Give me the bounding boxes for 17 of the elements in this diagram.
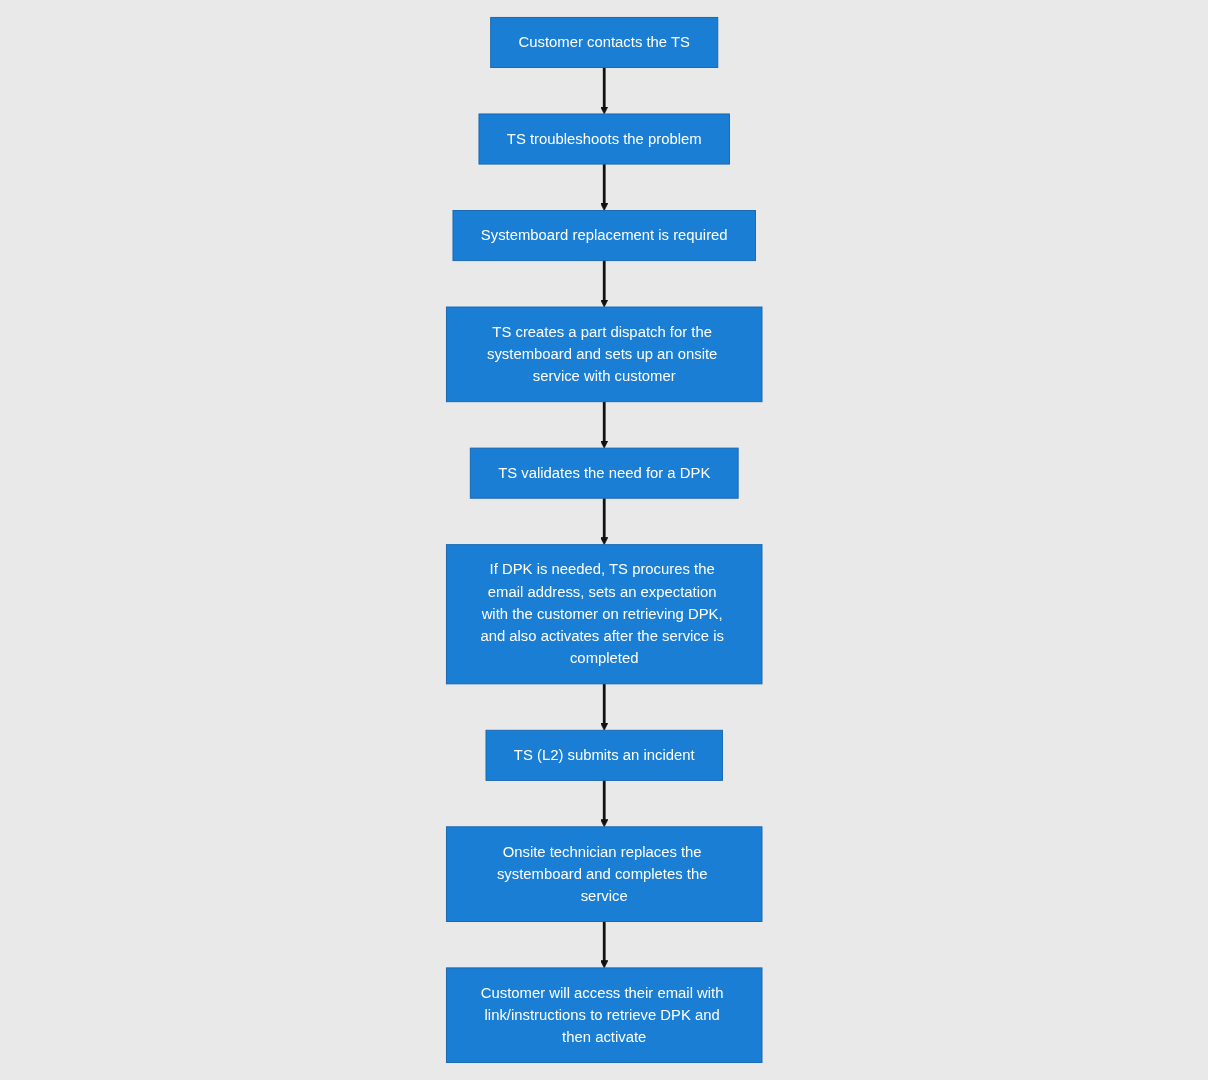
node-box: Systemboard replacement is required xyxy=(452,210,756,262)
arrow xyxy=(599,401,609,449)
node-box: Customer contacts the TS xyxy=(490,16,718,68)
node-box: TS (L2) submits an incident xyxy=(485,729,723,781)
arrow xyxy=(599,683,609,731)
node-box: TS creates a part dispatch for the systemboard and sets up an onsite service with customer xyxy=(445,306,763,403)
arrow xyxy=(599,67,609,115)
node-box: Customer will access their email with link/instructions to retrieve DPK and then activate xyxy=(445,967,763,1064)
node-box: TS validates the need for a DPK xyxy=(469,447,739,499)
arrow xyxy=(599,780,609,828)
node-box: Onsite technician replaces the systemboard and completes the service xyxy=(445,826,763,922)
node-box: If DPK is needed, TS procures the email address, sets an expectation with the customer on retrieving DPK, and also activates after the service is completed xyxy=(445,544,763,685)
arrow xyxy=(599,164,609,211)
arrow xyxy=(599,260,609,308)
arrow xyxy=(599,498,609,545)
node-box: TS troubleshoots the problem xyxy=(478,113,730,165)
arrow xyxy=(599,921,609,969)
